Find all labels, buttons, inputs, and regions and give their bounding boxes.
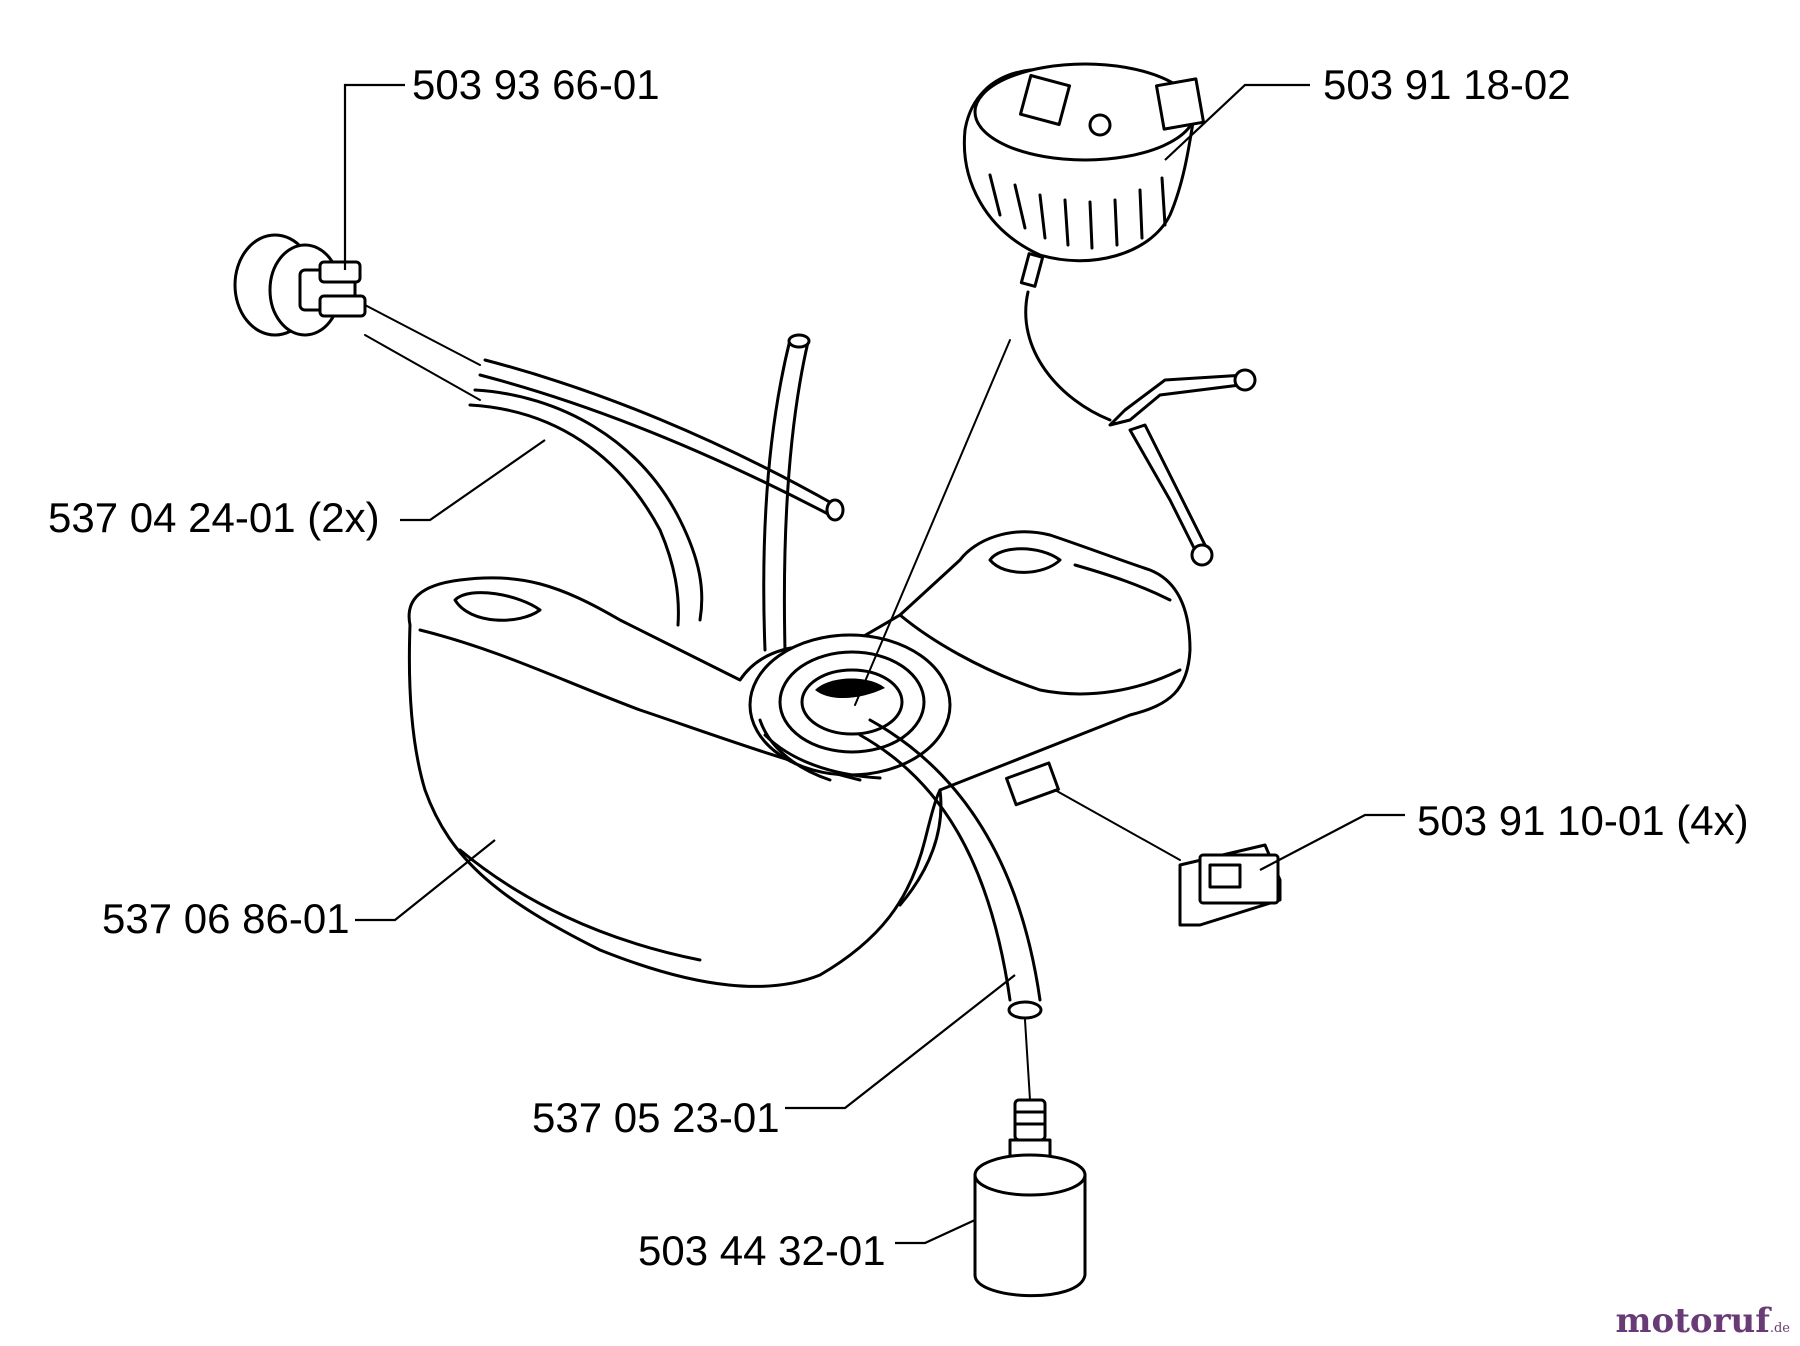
part-number-primer-bulb: 503 93 66-01 <box>412 61 660 108</box>
part-number-fuel-filter: 503 44 32-01 <box>638 1227 886 1274</box>
part-number-fuel-tank: 537 06 86-01 <box>102 895 350 942</box>
fuel-cap-drawing <box>854 62 1257 706</box>
grommet-drawing <box>1054 789 1282 927</box>
fuel-tank-drawing <box>407 530 1192 988</box>
watermark-logo: motoruf.de <box>1615 1301 1790 1341</box>
primer-bulb-drawing <box>233 233 481 401</box>
part-number-grommet: 503 91 10-01 (4x) <box>1417 797 1749 844</box>
fuel-line-drawing <box>858 718 1043 1020</box>
leader-lines <box>343 83 1405 1245</box>
fuel-hose-drawing <box>468 333 845 652</box>
fuel-filter-drawing <box>973 1019 1087 1298</box>
part-number-fuel-hose: 537 04 24-01 (2x) <box>48 494 380 541</box>
part-number-fuel-line: 537 05 23-01 <box>532 1094 780 1141</box>
part-number-fuel-cap: 503 91 18-02 <box>1323 61 1571 108</box>
